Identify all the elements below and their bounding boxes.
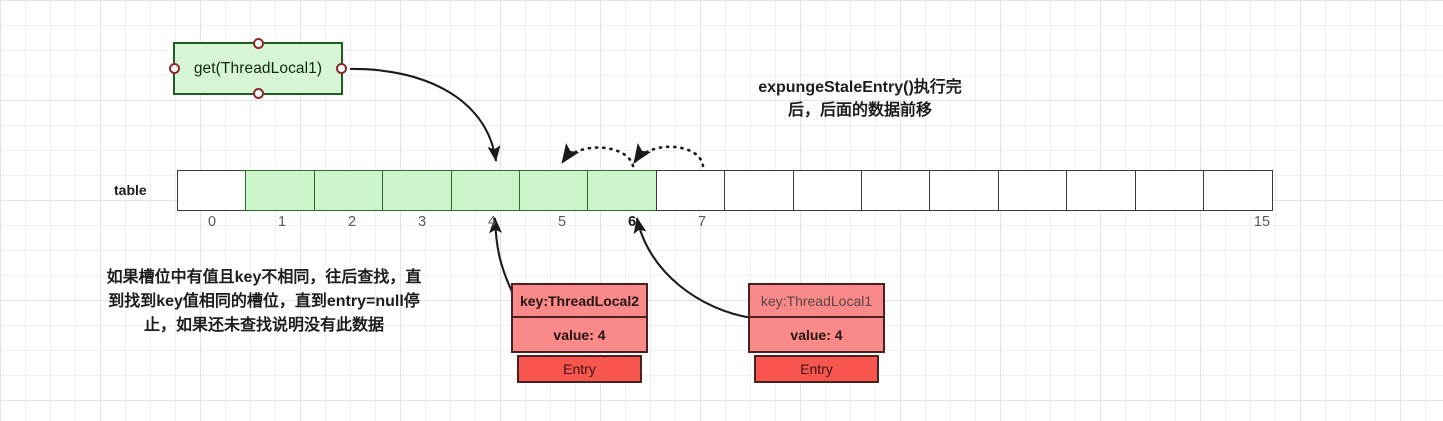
note-line-1: 如果槽位中有值且key不相同，往后查找，直: [106, 269, 422, 286]
table-index-15: 15: [1253, 214, 1271, 230]
entry-box-threadlocal1[interactable]: key:ThreadLocal1 value: 4 Entry: [748, 283, 885, 383]
lookup-rule-note: 如果槽位中有值且key不相同，往后查找，直 到找到key值相同的槽位，直到ent…: [44, 266, 484, 338]
table-index-2: 2: [347, 214, 357, 230]
table-index-0: 0: [207, 214, 217, 230]
connection-handle-right[interactable]: [336, 63, 347, 74]
table-cell-3[interactable]: [382, 170, 453, 211]
table-index-8: [737, 214, 807, 230]
table-array: [177, 170, 1274, 211]
table-index-7: 7: [697, 214, 707, 230]
table-cell-12[interactable]: [997, 170, 1068, 211]
entry-box-threadlocal2[interactable]: key:ThreadLocal2 value: 4 Entry: [511, 283, 648, 383]
table-index-4: 4: [487, 214, 497, 230]
table-cell-11[interactable]: [929, 170, 1000, 211]
table-index-11: [947, 214, 1017, 230]
connection-handle-top[interactable]: [252, 38, 264, 49]
table-index-14: [1157, 214, 1227, 230]
table-cell-1[interactable]: [245, 170, 316, 211]
table-index-9: [807, 214, 877, 230]
table-index-3: 3: [417, 214, 427, 230]
table-index-13: [1087, 214, 1157, 230]
table-cell-5[interactable]: [519, 170, 590, 211]
table-cell-13[interactable]: [1066, 170, 1137, 211]
note-line-2: 到找到key值相同的槽位，直到entry=null停: [108, 293, 420, 310]
table-cell-2[interactable]: [313, 170, 384, 211]
entry-footer-label: Entry: [517, 355, 642, 383]
get-threadlocal-node[interactable]: get(ThreadLocal1): [169, 38, 347, 99]
entry-key-row: key:ThreadLocal2: [511, 283, 648, 318]
heading-line-2: 后，后面的数据前移: [787, 102, 932, 120]
table-index-1: 1: [277, 214, 287, 230]
entry-footer-label: Entry: [754, 355, 879, 383]
table-cell-6[interactable]: [587, 170, 658, 211]
arrow-shift-6-to-5: [560, 143, 635, 168]
arrow-shift-7-to-6: [632, 142, 705, 168]
get-node-label: get(ThreadLocal1): [193, 59, 323, 77]
table-cell-10[interactable]: [861, 170, 932, 211]
diagram-heading: expungeStaleEntry()执行完 后，后面的数据前移: [700, 76, 1020, 122]
table-cell-0[interactable]: [177, 170, 247, 211]
table-label: table: [114, 182, 147, 198]
connection-handle-left[interactable]: [169, 63, 180, 74]
connection-handle-bottom[interactable]: [252, 88, 264, 99]
table-index-10: [877, 214, 947, 230]
table-cell-15[interactable]: [1203, 170, 1274, 211]
entry-key-row: key:ThreadLocal1: [748, 283, 885, 318]
heading-line-1: expungeStaleEntry()执行完: [758, 79, 962, 96]
note-line-3: 止，如果还未查找说明没有此数据: [143, 317, 384, 334]
table-cell-8[interactable]: [724, 170, 795, 211]
entry-value-row: value: 4: [511, 318, 648, 353]
table-cell-9[interactable]: [792, 170, 863, 211]
arrow-entry1-to-slot6: [633, 217, 753, 320]
table-cell-4[interactable]: [450, 170, 521, 211]
table-index-12: [1017, 214, 1087, 230]
table-index-6: 6: [627, 214, 637, 230]
arrow-get-to-slot4: [349, 67, 501, 162]
table-index-5: 5: [557, 214, 567, 230]
table-index-row: 0 1 2 3 4 5 6 7 15: [177, 214, 1297, 230]
table-cell-7[interactable]: [655, 170, 726, 211]
table-cell-14[interactable]: [1134, 170, 1205, 211]
entry-value-row: value: 4: [748, 318, 885, 353]
